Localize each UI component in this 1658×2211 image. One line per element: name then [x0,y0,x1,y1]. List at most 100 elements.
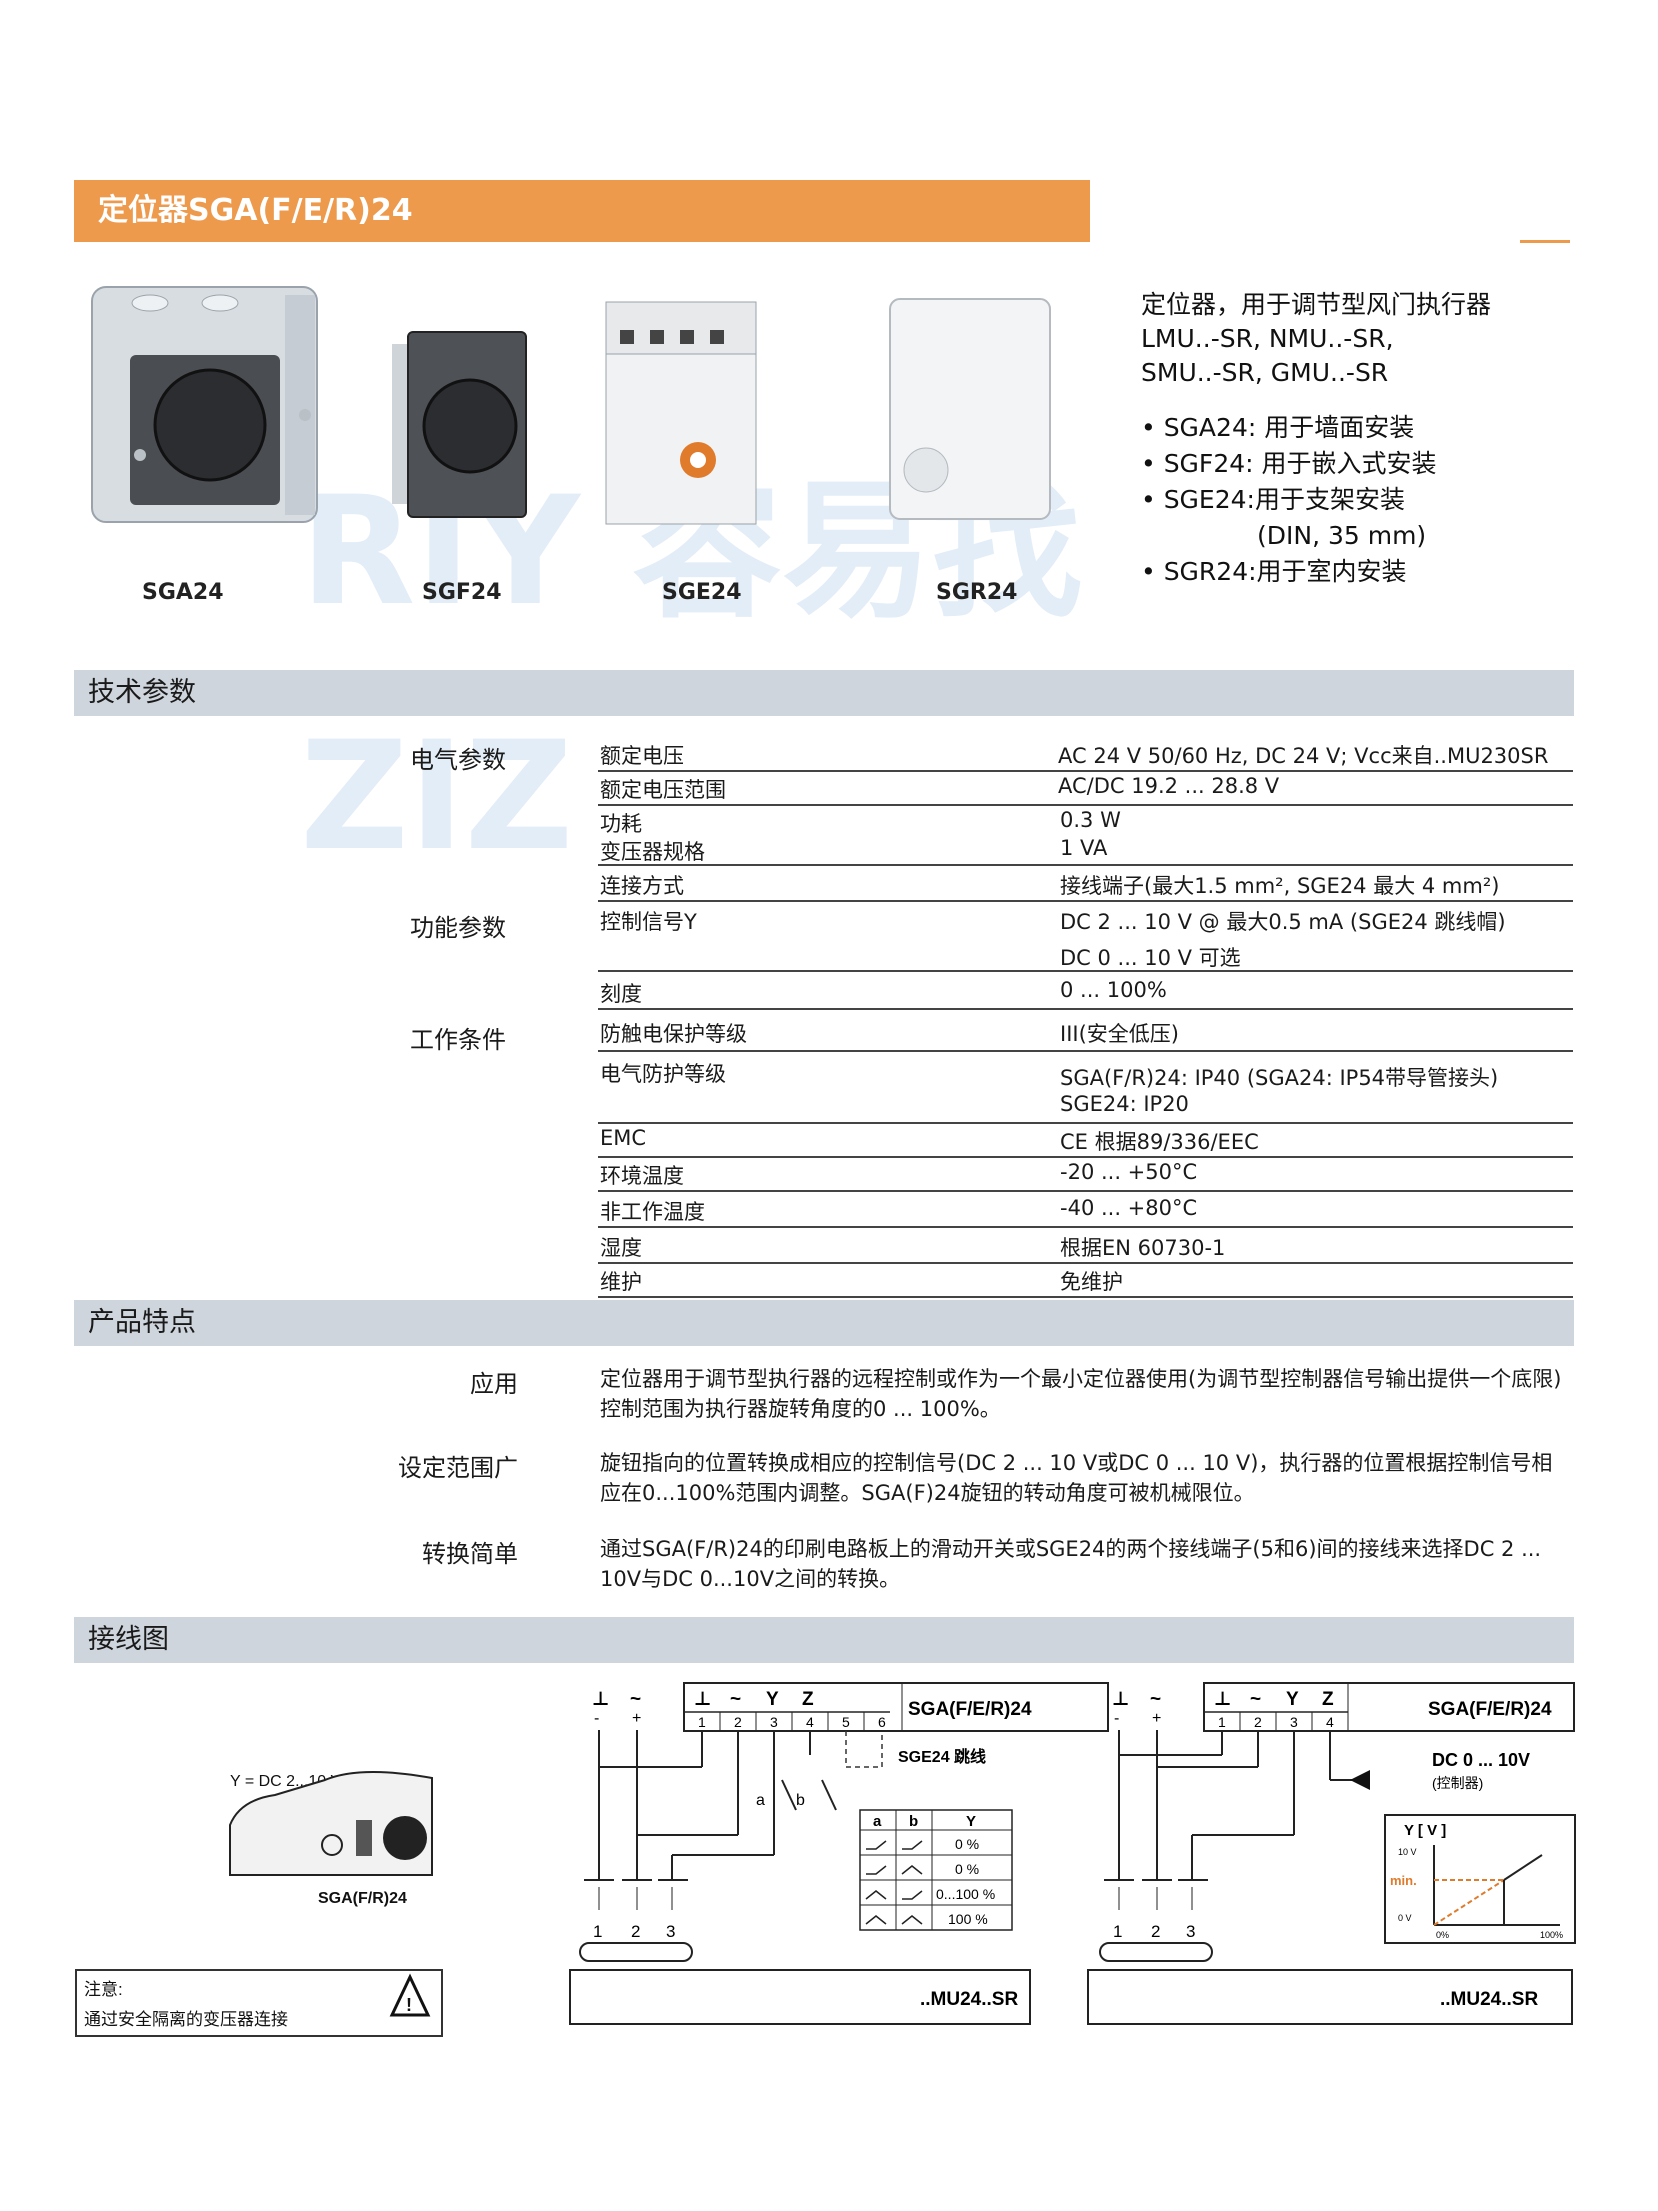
table-row: 维护 免维护 [598,1266,1573,1298]
table-header: a [873,1813,882,1830]
input-arrow [1350,1770,1370,1790]
terminal-label: ~ [730,1689,741,1710]
table-row: 湿度 根据EN 60730-1 [598,1232,1573,1264]
section-features: 产品特点 [74,1300,1574,1346]
table-row: 电气防护等级 SGA(F/R)24: IP40 (SGA24: IP54带导管接… [598,1058,1573,1124]
param-value: CE 根据89/336/EEC [1060,1130,1259,1154]
param-value: 根据EN 60730-1 [1060,1236,1226,1260]
intro-line: LMU..-SR, NMU..-SR, [1141,324,1394,353]
table-header: b [909,1813,918,1830]
table-row: 控制信号Y DC 2 ... 10 V @ 最大0.5 mA (SGE24 跳线… [598,906,1573,972]
terminal-label: Y [1286,1689,1299,1710]
param-name: 功耗 [600,812,642,836]
supply-symbol: + [632,1710,641,1727]
param-value: III(安全低压) [1060,1022,1179,1046]
actuator-terminal: 1 [1113,1922,1122,1941]
cable-bundle [579,1942,693,1962]
product-sga24: SGA24 [90,285,320,605]
intro-line: SMU..-SR, GMU..-SR [1141,358,1389,387]
bullet-item: • SGE24:用于支架安装 [1141,485,1405,514]
terminal-number: 4 [806,1714,814,1730]
warning-icon [389,1973,431,2017]
bullet-item: • SGR24:用于室内安装 [1141,557,1407,586]
terminal-label: Z [802,1689,814,1710]
param-name: 额定电压 [600,744,684,768]
param-value: SGA(F/R)24: IP40 (SGA24: IP54带导管接头) [1060,1066,1499,1090]
group-conditions: 工作条件 [410,1026,506,1054]
section-title: 技术参数 [88,677,196,708]
bullet-item: (DIN, 35 mm) [1257,521,1427,550]
terminal-label: Z [1322,1689,1334,1710]
param-name: 防触电保护等级 [600,1022,747,1046]
product-label: SGE24 [662,580,742,605]
input-label: DC 0 ... 10V [1432,1750,1530,1770]
param-name: 环境温度 [600,1164,684,1188]
supply-symbol: ⊥ [1112,1689,1129,1710]
intro-bullets: • SGA24: 用于墙面安装 • SGF24: 用于嵌入式安装 • SGE24… [1141,410,1611,590]
device-name: SGA(F/E/R)24 [1428,1699,1552,1720]
feature-text: 定位器用于调节型执行器的远程控制或作为一个最小定位器使用(为调节型控制器信号输出… [600,1367,1562,1421]
watermark: ZIZ [300,710,574,884]
feature-label: 应用 [470,1370,518,1398]
group-electrical: 电气参数 [410,746,506,774]
actuator-terminal: 2 [631,1922,640,1941]
bullet-item: • SGA24: 用于墙面安装 [1141,413,1415,442]
switch-sketch [356,1820,372,1856]
table-row: 刻度 0 ... 100% [598,978,1573,1010]
supply-symbol: - [1114,1710,1119,1727]
table-row: 非工作温度 -40 ... +80°C [598,1196,1573,1228]
device-sketch [229,1770,433,1876]
terminal-number: 3 [1290,1714,1298,1730]
param-value: AC/DC 19.2 ... 28.8 V [1058,774,1280,798]
param-value: DC 2 ... 10 V @ 最大0.5 mA (SGE24 跳线帽) [1060,910,1506,934]
terminal-number: 5 [842,1714,850,1730]
feature-text: 旋钮指向的位置转换成相应的控制信号(DC 2 ... 10 V或DC 0 ...… [600,1451,1553,1505]
sga24-image [91,286,318,523]
switch-label: a [756,1792,765,1809]
actuator-box [1087,1969,1573,2025]
intro-line: 定位器，用于调节型风门执行器 [1141,290,1492,319]
terminal-block [1203,1682,1575,1732]
param-name: 湿度 [600,1236,642,1260]
device-name: SGA(F/E/R)24 [908,1699,1032,1720]
page-title: 定位器SGA(F/E/R)24 [98,193,413,228]
param-value: 免维护 [1060,1270,1123,1294]
terminal-label: ⊥ [694,1689,711,1710]
actuator-box [569,1969,1031,2025]
switch-symbols [865,1840,923,1925]
param-value: 0.3 W [1060,808,1121,832]
supply-symbol: ~ [630,1689,641,1710]
device-label: SGA(F/R)24 [318,1890,407,1907]
param-name: 额定电压范围 [600,778,726,802]
table-row: 防触电保护等级 III(安全低压) [598,1018,1573,1052]
table-cell: 100 % [948,1911,988,1927]
section-wiring: 接线图 [74,1617,1574,1663]
param-value: 1 VA [1060,836,1108,860]
param-value: 0 ... 100% [1060,978,1167,1002]
terminal-block [683,1682,1109,1732]
table-header: Y [966,1813,976,1830]
product-sge24: SGE24 [602,300,762,605]
table-cell: 0 % [955,1836,979,1852]
feature-label: 转换简单 [422,1540,518,1568]
note-title: 注意: [84,1980,123,1999]
supply-symbol: ⊥ [592,1689,609,1710]
title-accent-line [1520,240,1570,243]
terminal-label: ~ [1250,1689,1261,1710]
product-label: SGF24 [422,580,502,605]
switch-b [821,1779,837,1811]
param-name: 维护 [600,1270,642,1294]
terminal-label: Y [766,1689,779,1710]
supply-symbol: - [594,1710,599,1727]
param-value: 接线端子(最大1.5 mm², SGE24 最大 4 mm²) [1060,874,1500,898]
param-name: 变压器规格 [600,840,705,864]
table-row: 连接方式 接线端子(最大1.5 mm², SGE24 最大 4 mm²) [598,870,1573,902]
param-value: DC 0 ... 10 V 可选 [1060,946,1241,970]
actuator-terminal: 1 [593,1922,602,1941]
terminal-label: ⊥ [1214,1689,1231,1710]
supply-symbol: ~ [1150,1689,1161,1710]
table-row: 功耗 0.3 W 变压器规格 1 VA [598,808,1573,866]
cable-bundle [1099,1942,1213,1962]
jumper-line [845,1731,883,1768]
terminal-number: 3 [770,1714,778,1730]
